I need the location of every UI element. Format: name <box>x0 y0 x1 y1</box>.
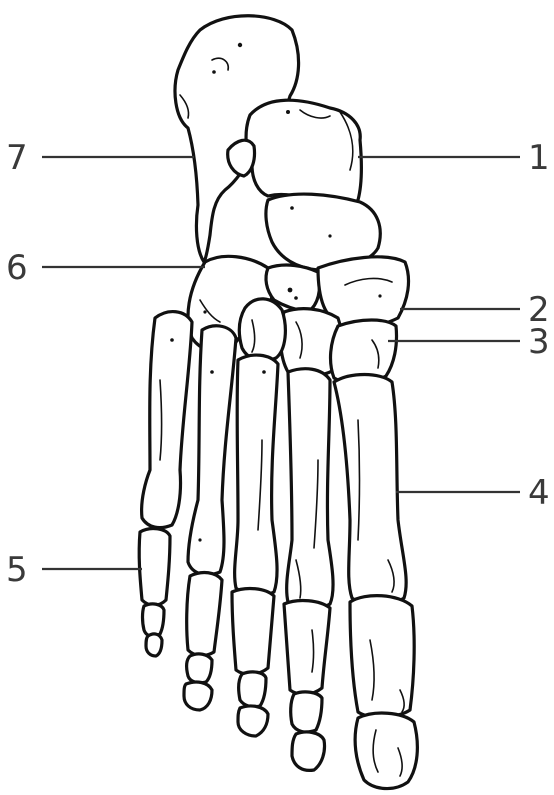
toe-5-proximal-phalanx <box>139 529 170 606</box>
toe-2-middle-phalanx <box>291 692 322 732</box>
cuneiform-rounded-bone <box>239 299 285 361</box>
toe-4-distal-phalanx <box>184 682 212 710</box>
toe-2-distal-phalanx <box>292 732 325 770</box>
toe-2-proximal-phalanx <box>284 601 330 695</box>
label-6: 6 <box>6 248 28 288</box>
toe-1-distal-phalanx <box>355 713 417 789</box>
metatarsal-4 <box>188 326 236 575</box>
metatarsal-3 <box>235 355 278 595</box>
toe-1-proximal-phalanx <box>350 596 414 717</box>
label-1: 1 <box>528 138 550 178</box>
toe-5-distal-phalanx <box>146 634 162 656</box>
toe-5-middle-phalanx <box>143 604 165 636</box>
toe-4-proximal-phalanx <box>187 573 222 656</box>
talus-bone <box>246 100 361 208</box>
label-5: 5 <box>6 550 28 590</box>
label-3: 3 <box>528 322 550 362</box>
label-4: 4 <box>528 473 550 513</box>
toe-4-middle-phalanx <box>187 654 212 683</box>
metatarsal-5 <box>142 312 192 528</box>
toe-3-proximal-phalanx <box>232 589 274 675</box>
metatarsal-2 <box>287 369 333 609</box>
toe-3-middle-phalanx <box>239 672 266 707</box>
toe-3-distal-phalanx <box>238 706 268 736</box>
label-7: 7 <box>6 138 28 178</box>
metatarsal-1 <box>334 375 406 606</box>
